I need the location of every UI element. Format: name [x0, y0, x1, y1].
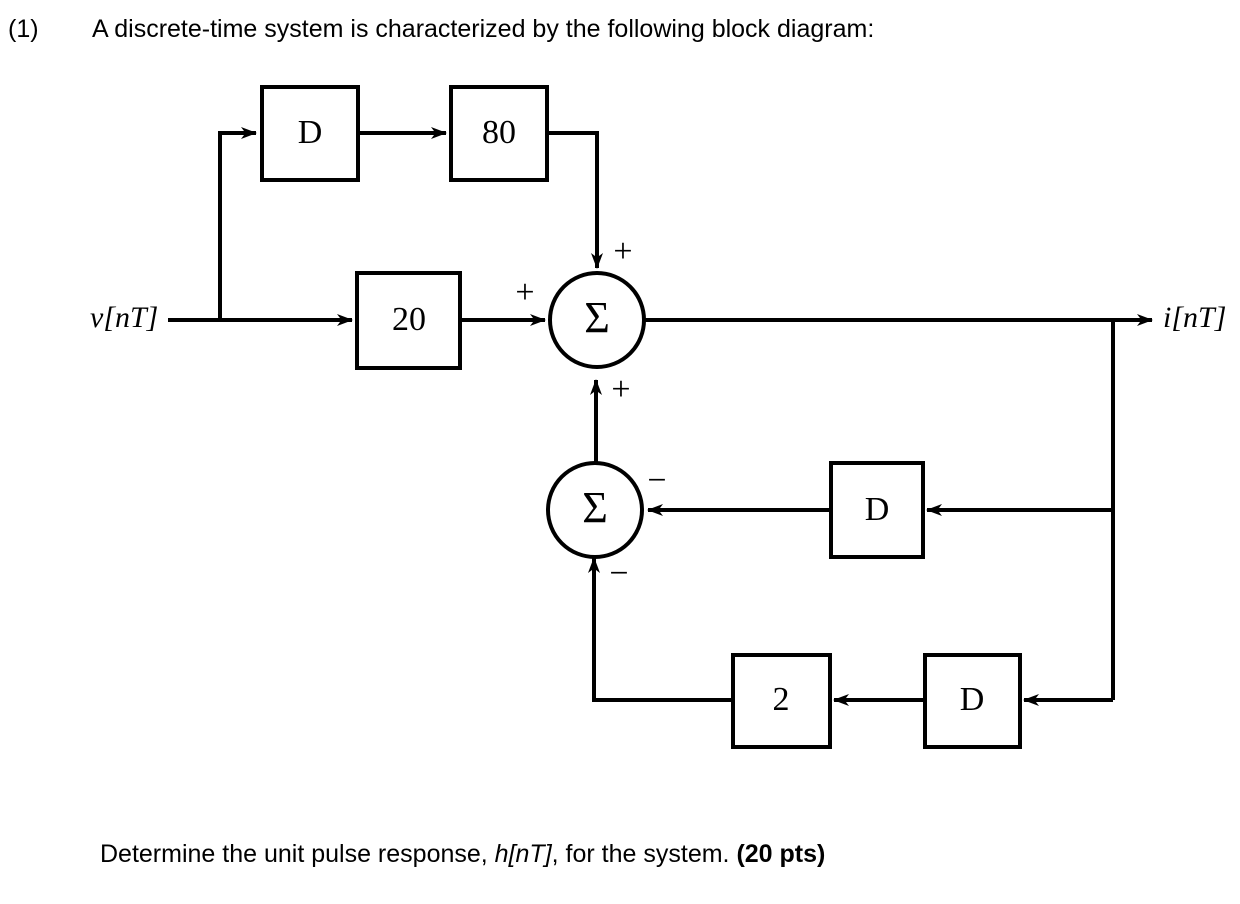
block-diagram-canvas: D 80 20 D 2 D Σ Σ + + + − − v[nT] i[nT] — [90, 85, 1226, 749]
prompt-symbol: h[nT] — [494, 839, 552, 868]
wire-gain80-to-summer-main — [547, 131, 603, 269]
summer-main-sign-bottom: + — [611, 371, 630, 408]
block-delay-fb2-box — [923, 653, 1022, 749]
question-number: (1) — [8, 15, 39, 44]
block-gain-2-label: 2 — [773, 681, 790, 718]
prompt-middle-text: , for the system. — [551, 839, 737, 868]
block-delay-top-box — [260, 85, 360, 182]
input-signal-label: v[nT] — [90, 301, 158, 334]
block-gain-80-label: 80 — [482, 114, 516, 151]
summer-feedback-label: Σ — [582, 483, 608, 532]
summer-main-label: Σ — [584, 293, 610, 342]
block-gain-80-box — [449, 85, 549, 182]
prompt-lead-text: Determine the unit pulse response, — [100, 839, 495, 868]
summer-feedback-sign-bottom: − — [609, 555, 628, 592]
block-gain-20-label: 20 — [392, 301, 426, 338]
question-header: (1) A discrete-time system is characteri… — [0, 8, 1240, 52]
block-gain-2-box — [731, 653, 832, 749]
task-prompt: Determine the unit pulse response, h[nT]… — [0, 832, 1240, 876]
summer-main-sign-left: + — [515, 274, 534, 311]
summer-main-circle — [548, 271, 646, 369]
block-diagram: D 80 20 D 2 D Σ Σ + + + − − v[nT] i[nT] — [0, 58, 1240, 818]
output-signal-label: i[nT] — [1163, 301, 1226, 334]
wire-input-branch-to-delay-top — [218, 127, 257, 320]
summer-feedback-circle — [546, 461, 644, 559]
summer-main-sign-top: + — [613, 233, 632, 270]
block-delay-fb1-label: D — [865, 491, 890, 528]
block-delay-fb2-label: D — [960, 681, 985, 718]
prompt-points-badge: (20 pts) — [736, 839, 826, 868]
block-delay-top-label: D — [298, 114, 323, 151]
summer-feedback-sign-right: − — [647, 462, 666, 499]
wire-gain2-to-summer-feedback — [588, 557, 733, 702]
block-delay-fb1-box — [829, 461, 925, 559]
block-gain-20-box — [355, 271, 462, 370]
question-statement: A discrete-time system is characterized … — [92, 15, 875, 44]
